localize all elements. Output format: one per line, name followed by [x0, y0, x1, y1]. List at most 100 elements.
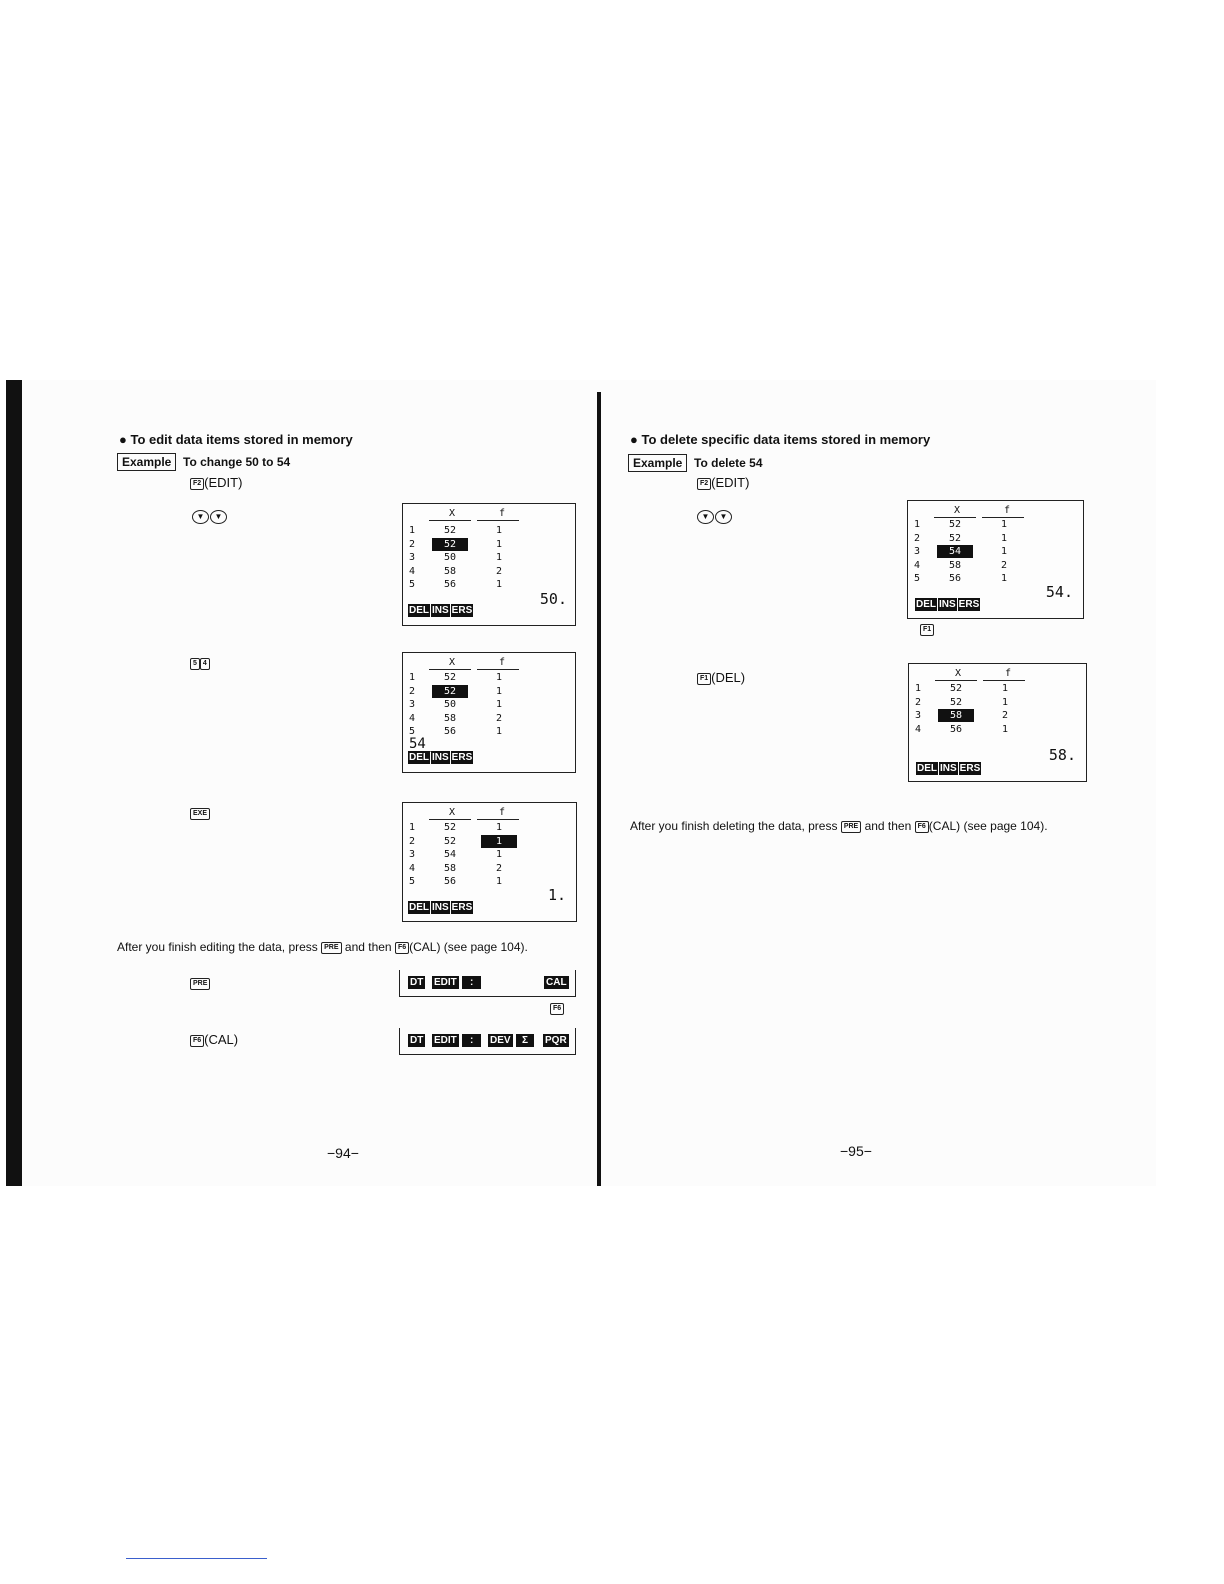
digit-4-key-icon: 4 [199, 657, 210, 670]
x-value: 54 [937, 545, 973, 559]
f-value: 2 [495, 712, 503, 724]
x-value: 54 [443, 849, 457, 861]
x-value: 52 [443, 835, 457, 847]
x-value: 52 [443, 672, 457, 683]
display-value: 58. [1048, 746, 1076, 764]
x-value: 58 [443, 862, 457, 874]
left-step-exe: EXE [190, 805, 211, 820]
menu-del: DEL [915, 598, 937, 611]
menu-colon: : [462, 1034, 482, 1047]
row-number: 1 [915, 683, 922, 694]
menu-dt: DT [408, 1034, 426, 1047]
col-header-x: X [955, 668, 962, 679]
x-value: 52 [432, 684, 468, 698]
menu-sigma: Σ [516, 1034, 535, 1047]
menu-ers: ERS [450, 604, 474, 617]
left-example-line: Example To change 50 to 54 [117, 453, 290, 471]
menu-del: DEL [408, 604, 430, 617]
f-value: 1 [495, 525, 503, 536]
row-number: 4 [409, 712, 416, 724]
x-value: 52 [948, 532, 962, 544]
row-number: 1 [409, 525, 416, 536]
pre-key-icon: PRE [840, 820, 862, 833]
input-line: 54_ [409, 736, 435, 752]
f2-key-icon: F2 [190, 477, 205, 490]
menu-edit: EDIT [432, 1034, 459, 1047]
menu-colon: : [462, 976, 482, 989]
menu-cal: CAL [544, 976, 569, 989]
cursor-down-icon: ▼ [715, 510, 732, 524]
row-number: 5 [409, 726, 416, 738]
row-number: 3 [409, 552, 416, 564]
left-after-text: After you finish editing the data, press… [117, 940, 528, 954]
row-number: 2 [914, 532, 921, 544]
left-step-down-down: ▼▼ [192, 506, 228, 524]
example-text: To delete 54 [694, 456, 763, 470]
x-value: 52 [443, 525, 457, 536]
display-value: 1. [547, 886, 566, 904]
menu-ers: ERS [450, 751, 474, 764]
f2-key-icon: F2 [697, 477, 712, 490]
f1-key-icon: F1 [697, 672, 712, 685]
f6-key-icon: F6 [394, 941, 410, 954]
x-value: 52 [948, 519, 962, 530]
col-header-f: f [499, 508, 506, 519]
x-value: 58 [938, 709, 974, 723]
row-number: 2 [409, 538, 416, 550]
col-header-x: X [449, 807, 456, 818]
f-value: 1 [1000, 519, 1008, 530]
menu-ins: INS [939, 762, 958, 775]
example-text: To change 50 to 54 [183, 455, 291, 469]
f6-key-icon: F6 [914, 820, 929, 833]
col-header-f: f [499, 657, 506, 668]
row-number: 5 [409, 876, 416, 888]
row-number: 3 [409, 849, 416, 861]
left-binding-edge [6, 380, 22, 1186]
right-after-text: After you finish deleting the data, pres… [630, 819, 1048, 833]
col-header-f: f [1004, 505, 1011, 516]
f-value: 1 [1000, 573, 1008, 585]
menu-edit: EDIT [432, 976, 459, 989]
right-heading: ● To delete specific data items stored i… [630, 432, 931, 447]
f-value: 1 [1000, 546, 1008, 558]
menu-pqr: PQR [543, 1034, 569, 1047]
menu-ers: ERS [957, 598, 981, 611]
f-value: 2 [495, 565, 503, 577]
x-value: 56 [443, 876, 457, 888]
f-value: 2 [495, 862, 503, 874]
right-step-edit: F2(EDIT) [697, 475, 749, 490]
menu-ins: INS [431, 901, 450, 914]
row-number: 4 [409, 565, 416, 577]
f-value: 1 [1001, 683, 1009, 694]
menu-ins: INS [431, 751, 450, 764]
x-value: 58 [443, 712, 457, 724]
x-value: 56 [443, 579, 457, 591]
f-value: 1 [495, 579, 503, 591]
left-step-pre: PRE [190, 975, 211, 990]
x-value: 52 [443, 822, 457, 833]
menu-dev: DEV [488, 1034, 513, 1047]
row-number: 1 [914, 519, 921, 530]
f6-key-icon: F6 [190, 1034, 205, 1047]
left-step-edit: F2(EDIT) [190, 475, 242, 490]
menu-del: DEL [408, 901, 430, 914]
row-number: 4 [914, 559, 921, 571]
col-header-x: X [449, 657, 456, 668]
